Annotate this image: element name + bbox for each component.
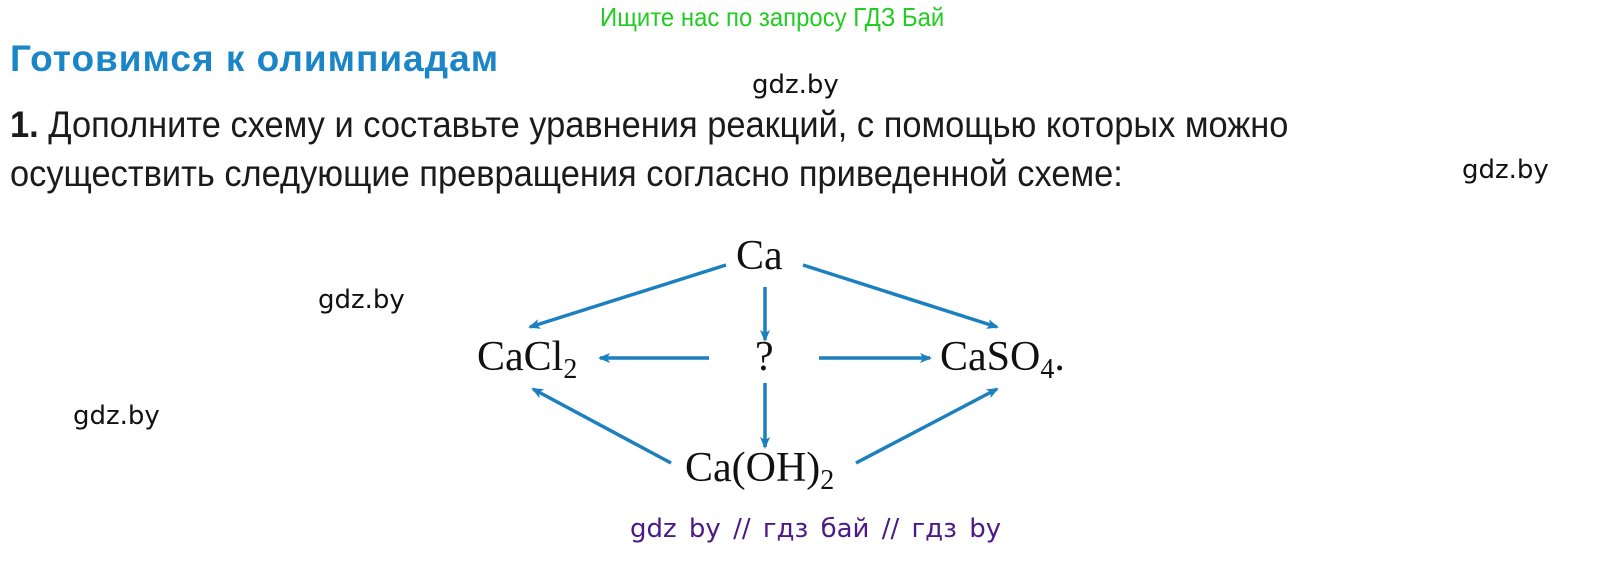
watermark: gdz.by	[752, 70, 839, 100]
watermark: gdz.by	[73, 401, 160, 431]
watermark: gdz.by	[318, 285, 405, 315]
arrow-ca-to-caso4	[802, 263, 999, 329]
node-caso4: CaSO4.	[940, 334, 1065, 385]
footer-watermark: gdz by // гдз бай // гдз by	[630, 514, 1002, 544]
arrow-caoh2-to-cacl2	[531, 387, 672, 465]
arrow-caoh2-to-caso4	[855, 387, 999, 465]
arrow-ca-to-cacl2	[528, 263, 727, 329]
task-line-2: осуществить следующие превращения соглас…	[10, 153, 1123, 194]
section-heading: Готовимся к олимпиадам	[10, 38, 500, 79]
search-banner: Ищите нас по запросу ГДЗ Бай	[600, 2, 945, 32]
node-ca: Ca	[736, 233, 783, 279]
task-number: 1.	[10, 104, 39, 145]
task-text-1: Дополните схему и составьте уравнения ре…	[48, 104, 1289, 145]
task-line-1: 1. Дополните схему и составьте уравнения…	[10, 104, 1288, 146]
watermark: gdz.by	[1462, 155, 1549, 185]
node-caoh2: Ca(OH)2	[685, 445, 835, 496]
node-cacl2: CaCl2	[477, 334, 578, 385]
node-unknown: ?	[755, 334, 774, 380]
